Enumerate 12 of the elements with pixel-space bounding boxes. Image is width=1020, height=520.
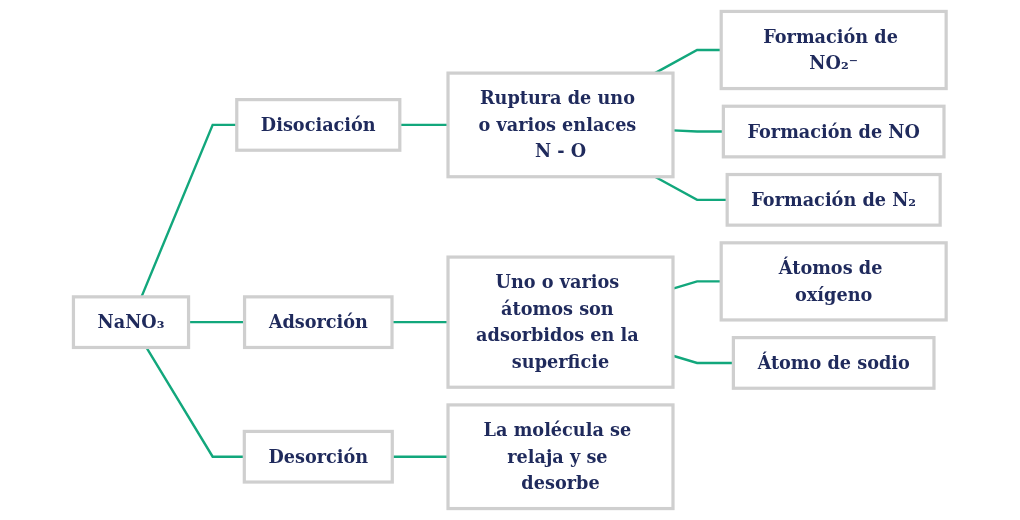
- node-box: Formación de N₂: [725, 172, 942, 227]
- node-box: Uno o varios átomos son adsorbidos en la superficie: [446, 255, 675, 389]
- node-box: Átomo de sodio: [731, 336, 936, 390]
- node-box: La molécula se relaja y se desorbe: [446, 403, 675, 511]
- node-box: NaNO₃: [72, 295, 191, 350]
- node-box: Formación de NO: [721, 104, 946, 159]
- node-box: Adsorción: [243, 295, 394, 350]
- node-box: Disociación: [235, 98, 402, 152]
- node-box: Formación de NO₂⁻: [719, 9, 948, 91]
- node-box: Ruptura de uno o varios enlaces N - O: [446, 71, 675, 179]
- node-box: Átomos de oxígeno: [719, 241, 948, 322]
- node-box: Desorción: [242, 429, 395, 484]
